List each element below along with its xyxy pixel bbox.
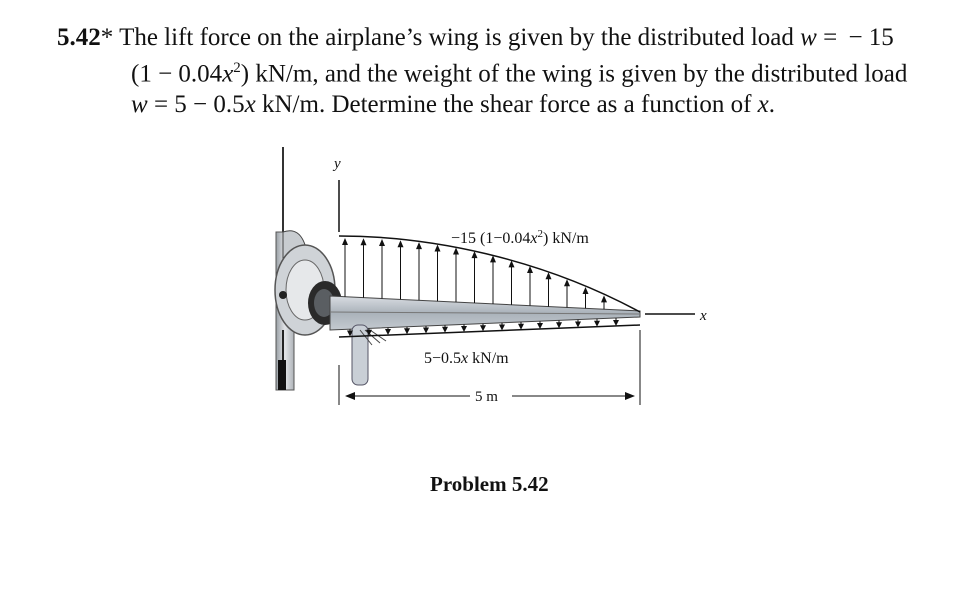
lift-arrow-head <box>527 265 533 273</box>
problem-line-2: (1 − 0.04x2) kN/m, and the weight of the… <box>131 60 908 88</box>
weight-arrow-head <box>404 328 410 335</box>
lift-arrow-head <box>416 242 422 250</box>
dimension-line: 5 m <box>338 330 641 405</box>
weight-arrow-head <box>575 321 581 328</box>
weight-arrows <box>347 318 619 337</box>
lift-arrow-head <box>582 286 589 294</box>
problem-statement: 5.42* The lift force on the airplane’s w… <box>57 22 937 120</box>
lift-arrow-head <box>564 279 570 287</box>
weight-load: 5−0.5x kN/m <box>338 318 641 367</box>
weight-arrow-head <box>499 324 505 331</box>
axes: y x <box>332 156 707 324</box>
lift-arrow-head <box>471 251 478 259</box>
weight-arrow-head <box>594 320 600 327</box>
weight-arrow-head <box>423 327 429 334</box>
weight-line <box>338 324 641 338</box>
lift-arrow-head <box>397 240 404 248</box>
weight-arrow-head <box>461 326 467 333</box>
weight-arrow-head <box>366 329 372 336</box>
problem-line-1: 5.42* The lift force on the airplane’s w… <box>57 24 894 51</box>
x-axis-label: x <box>699 308 707 324</box>
weight-arrow-head <box>613 319 619 326</box>
figure-caption: Problem 5.42 <box>430 472 549 496</box>
problem-star: * <box>100 24 114 51</box>
lift-curve <box>338 235 641 313</box>
lift-arrow-head <box>508 260 515 268</box>
lift-load: −15 (1−0.04x2) kN/m <box>338 228 641 313</box>
y-axis-label: y <box>332 156 341 172</box>
lift-arrow-head <box>379 239 385 247</box>
lift-arrow-head <box>545 272 552 280</box>
lift-arrow-head <box>490 255 496 263</box>
weight-load-label: 5−0.5x kN/m <box>424 350 509 367</box>
lift-arrow-head <box>342 238 348 246</box>
lift-arrow-head <box>453 247 459 255</box>
weight-arrow-head <box>537 322 543 329</box>
dimension-label: 5 m <box>475 389 498 405</box>
weight-arrow-head <box>347 330 353 337</box>
lift-arrow-head <box>601 295 607 303</box>
lift-arrows <box>342 238 607 310</box>
problem-line-3: w = 5 − 0.5x kN/m. Determine the shear f… <box>131 91 776 119</box>
weight-arrow-head <box>385 329 391 336</box>
lift-arrow-head <box>434 244 441 252</box>
wing <box>329 295 641 386</box>
weight-arrow-head <box>518 323 524 330</box>
lift-load-label: −15 (1−0.04x2) kN/m <box>451 228 589 247</box>
problem-number: 5.42 <box>57 24 101 51</box>
airplane-body <box>274 147 342 391</box>
weight-arrow-head <box>556 322 562 329</box>
weight-arrow-head <box>480 325 486 332</box>
lift-arrow-head <box>360 238 367 246</box>
weight-arrow-head <box>442 326 448 333</box>
